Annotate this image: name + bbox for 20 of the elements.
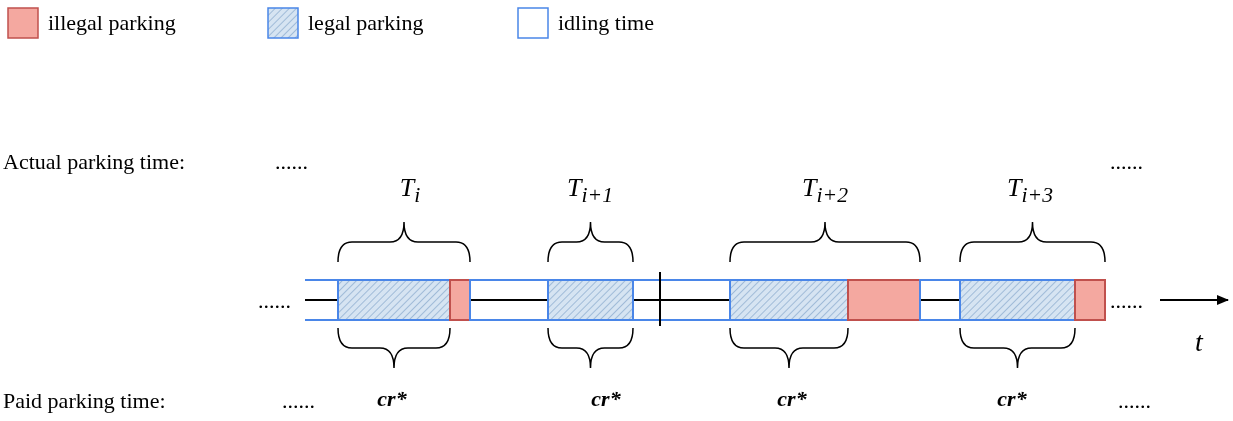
row-label: Paid parking time: bbox=[3, 390, 166, 412]
ellipsis: ...... bbox=[282, 390, 315, 412]
ellipsis: ...... bbox=[1118, 390, 1151, 412]
period-label: T$_{i+2}$ bbox=[802, 175, 848, 207]
payment-label: cr* bbox=[377, 388, 407, 410]
ellipsis: ...... bbox=[275, 151, 308, 173]
legend-label: legal parking bbox=[308, 12, 424, 34]
row-label: Actual parking time: bbox=[3, 151, 186, 173]
period-label: T$_{i+3}$ bbox=[1007, 175, 1053, 207]
payment-label: cr* bbox=[591, 388, 621, 410]
ellipsis: ...... bbox=[258, 290, 291, 312]
payment-label: cr* bbox=[997, 388, 1027, 410]
ellipsis: ...... bbox=[1110, 290, 1143, 312]
period-label: T$_{i+1}$ bbox=[567, 175, 613, 207]
axis-label: t bbox=[1195, 328, 1203, 356]
legend-label: idling time bbox=[558, 12, 654, 34]
payment-label: cr* bbox=[777, 388, 807, 410]
legend-label: illegal parking bbox=[48, 12, 176, 34]
period-label: T$_{i}$ bbox=[399, 175, 421, 207]
ellipsis: ...... bbox=[1110, 151, 1143, 173]
